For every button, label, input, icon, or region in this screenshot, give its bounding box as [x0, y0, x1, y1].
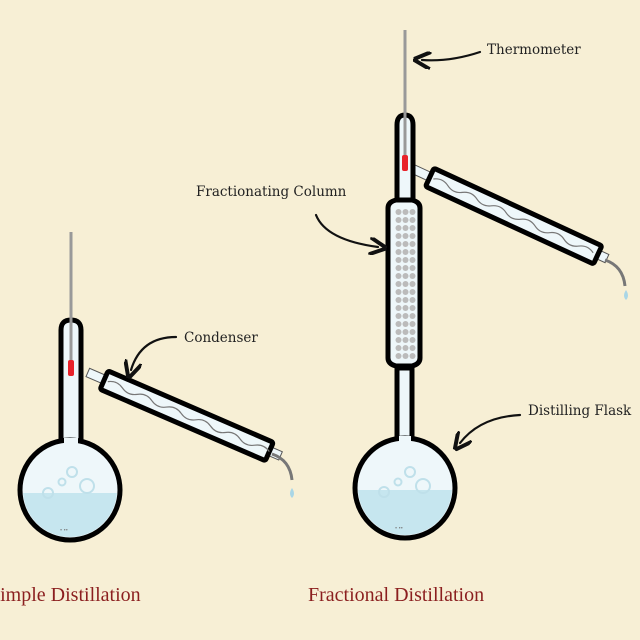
packing-bead	[402, 337, 409, 343]
packing-bead	[395, 321, 402, 327]
packing-bead	[409, 265, 416, 271]
packing-bead	[402, 345, 409, 351]
packing-bead	[402, 217, 409, 223]
packing-bead	[409, 345, 416, 351]
packing-bead	[402, 249, 409, 255]
packing-bead	[409, 273, 416, 279]
packing-bead	[409, 281, 416, 287]
simple-condenser	[85, 367, 283, 463]
packing-bead	[402, 273, 409, 279]
packing-bead	[402, 233, 409, 239]
packing-bead	[395, 273, 402, 279]
packing-bead	[409, 321, 416, 327]
packing-bead	[402, 353, 409, 359]
packing-bead	[395, 345, 402, 351]
packing-bead	[395, 233, 402, 239]
packing-bead	[395, 241, 402, 247]
packing-bead	[395, 257, 402, 263]
packing-bead	[395, 313, 402, 319]
packing-bead	[395, 249, 402, 255]
packing-bead	[409, 225, 416, 231]
packing-bead	[395, 337, 402, 343]
packing-bead	[409, 313, 416, 319]
simple-drip-tip	[271, 452, 294, 481]
packing-bead	[402, 281, 409, 287]
packing-bead	[395, 281, 402, 287]
packing-bead	[395, 209, 402, 215]
packing-bead	[402, 209, 409, 215]
packing-bead	[395, 225, 402, 231]
packing-bead	[402, 305, 409, 311]
fractional-distillation-title: Fractional Distillation	[308, 584, 484, 606]
condenser-arrow	[131, 335, 178, 370]
packing-bead	[395, 329, 402, 335]
svg-text:• ••: • ••	[60, 528, 68, 534]
packing-bead	[402, 225, 409, 231]
packing-bead	[395, 265, 402, 271]
packing-bead	[409, 289, 416, 295]
flask-arrow	[460, 413, 522, 443]
packing-bead	[409, 353, 416, 359]
packing-bead	[402, 329, 409, 335]
packing-bead	[402, 313, 409, 319]
packing-bead	[402, 265, 409, 271]
fractional-condenser	[409, 163, 610, 266]
fractional-droplet	[624, 290, 628, 300]
packing-bead	[402, 289, 409, 295]
fractional-drip-tip	[604, 258, 627, 287]
column-packing	[395, 209, 416, 359]
fractional-thermometer-bulb	[402, 155, 408, 171]
packing-bead	[402, 241, 409, 247]
packing-bead	[409, 249, 416, 255]
packing-bead	[409, 209, 416, 215]
packing-bead	[409, 233, 416, 239]
fractionating-column-label: Fractionating Column	[196, 184, 347, 200]
fractional-lower-neck	[394, 365, 415, 445]
packing-bead	[395, 353, 402, 359]
packing-bead	[402, 297, 409, 303]
column-arrow	[314, 213, 378, 247]
distilling-flask-label: Distilling Flask	[528, 403, 632, 419]
thermometer-arrow	[422, 52, 482, 60]
packing-bead	[409, 257, 416, 263]
packing-bead	[402, 321, 409, 327]
packing-bead	[409, 329, 416, 335]
simple-droplet	[290, 488, 294, 498]
packing-bead	[409, 305, 416, 311]
packing-bead	[409, 217, 416, 223]
fractional-apparatus: • ••	[352, 30, 628, 541]
simple-distillation-title: Simple Distillation	[0, 584, 141, 606]
packing-bead	[395, 289, 402, 295]
packing-bead	[409, 297, 416, 303]
packing-bead	[395, 297, 402, 303]
packing-bead	[409, 241, 416, 247]
simple-apparatus: • ••	[17, 232, 294, 543]
condenser-label: Condenser	[184, 330, 258, 346]
packing-bead	[395, 305, 402, 311]
packing-bead	[395, 217, 402, 223]
packing-bead	[402, 257, 409, 263]
packing-bead	[409, 337, 416, 343]
simple-thermometer-bulb	[68, 360, 74, 376]
svg-text:• ••: • ••	[395, 526, 403, 532]
thermometer-label: Thermometer	[487, 42, 581, 58]
